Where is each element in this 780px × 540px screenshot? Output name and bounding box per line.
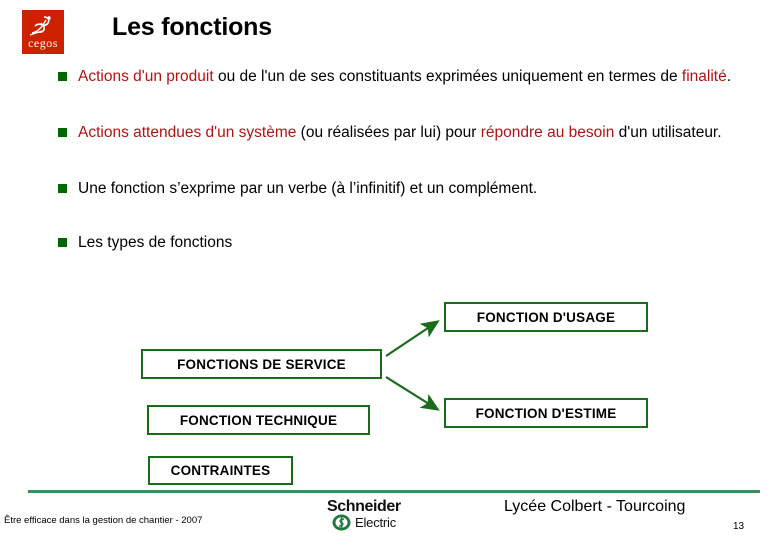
footer-divider: [28, 490, 760, 493]
footer-school-label: Lycée Colbert - Tourcoing: [504, 498, 686, 515]
bullet-3-text: Une fonction s’exprime par un verbe (à l…: [78, 180, 538, 197]
bullet-1-part-4: .: [726, 68, 732, 85]
list-item: Actions attendues d'un système (ou réali…: [56, 122, 746, 144]
bullet-2-part-2: (ou réalisées par lui) pour: [296, 124, 481, 141]
bullet-1-part-3: finalité: [681, 68, 727, 85]
diagram-node-fonction-estime[interactable]: FONCTION D'ESTIME: [444, 398, 648, 428]
bullet-1-part-1: Actions d'un produit: [78, 68, 214, 85]
schneider-electric-subword: Electric: [355, 515, 397, 530]
bullet-2-part-1: Actions attendues d'un système: [78, 124, 297, 141]
schneider-badge-icon: [332, 514, 351, 531]
bullet-2-part-4: d'un utilisateur.: [614, 124, 722, 141]
list-item: Actions d'un produit ou de l'un de ses c…: [56, 66, 746, 88]
diagram-node-fonctions-de-service[interactable]: FONCTIONS DE SERVICE: [141, 349, 382, 379]
green-square-bullet-icon: [58, 238, 67, 247]
list-item: Les types de fonctions: [56, 232, 746, 254]
arrow-service-to-usage: [385, 320, 440, 357]
page-number: 13: [733, 521, 745, 532]
diagram-node-fonction-usage[interactable]: FONCTION D'USAGE: [444, 302, 648, 332]
bullet-4-text: Les types de fonctions: [78, 234, 233, 251]
cegos-wordmark: cegos: [28, 36, 58, 50]
bullet-list: Actions d'un produit ou de l'un de ses c…: [56, 66, 746, 254]
bullet-1-part-2: ou de l'un de ses constituants exprimées…: [213, 68, 682, 85]
green-square-bullet-icon: [58, 128, 67, 137]
page-title: Les fonctions: [112, 13, 272, 41]
arrow-service-to-estime: [385, 376, 440, 411]
schneider-electric-logo: Schneider Electric: [327, 498, 447, 536]
green-square-bullet-icon: [58, 184, 67, 193]
schneider-wordmark: Schneider: [327, 498, 401, 515]
bullet-2-part-3: répondre au besoin: [480, 124, 615, 141]
diagram-node-fonction-technique[interactable]: FONCTION TECHNIQUE: [147, 405, 370, 435]
green-square-bullet-icon: [58, 72, 67, 81]
cegos-mark-icon: [29, 16, 51, 36]
list-item: Une fonction s’exprime par un verbe (à l…: [56, 178, 746, 200]
diagram-node-contraintes[interactable]: CONTRAINTES: [148, 456, 293, 485]
footer-course-label: Être efficace dans la gestion de chantie…: [4, 515, 203, 526]
cegos-logo: cegos: [22, 10, 64, 54]
